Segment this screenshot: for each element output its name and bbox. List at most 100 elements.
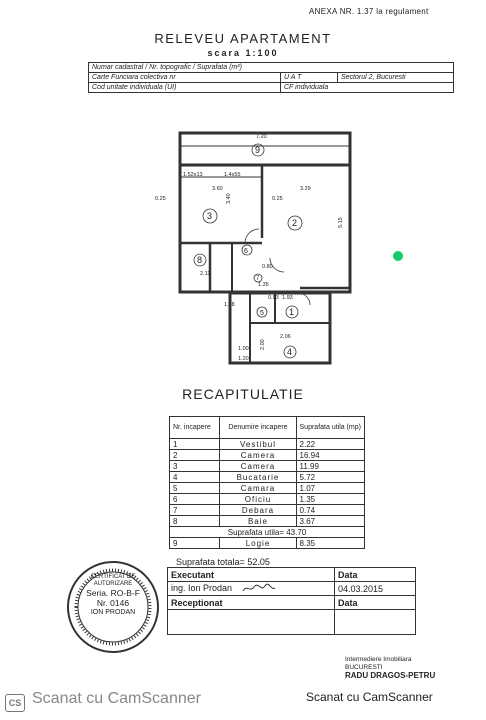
door-arc-1 — [244, 228, 260, 244]
room-marker-8 — [193, 253, 207, 267]
info-uat: U A T — [280, 72, 338, 83]
room-marker-3 — [202, 208, 218, 224]
cell-area: 11.99 — [295, 460, 366, 472]
cell-name: Camara — [219, 482, 297, 494]
annex-label: ANEXA NR. 1.37 la regulament — [309, 7, 429, 16]
signature-scribble — [242, 583, 275, 592]
cell-area: 1.35 — [295, 493, 366, 505]
info-table: Numar cadastral / Nr. topografic / Supra… — [88, 62, 454, 93]
recap-header-name: Denumire incapere — [219, 416, 297, 439]
room-marker-1 — [285, 305, 299, 319]
util-label: Suprafata utila= — [227, 527, 284, 537]
dim-360: 3.60 — [212, 186, 223, 192]
recap-header-nr: Nr. incapere — [168, 416, 221, 439]
agency-stamp: Intermediere Imobiliara BUCURESTI RADU D… — [345, 656, 435, 680]
data-label-2: Data — [334, 595, 416, 611]
info-carte-funciara: Carte Funciara colectiva nr — [88, 72, 281, 83]
floor-plan: 9 3 2 8 6 7 5 1 4 7.20 3.60 3.29 3.40 5.… — [155, 131, 352, 365]
stamp-cert: CERTIFICAT DE AUTORIZARE — [90, 574, 136, 587]
cell-area: 16.94 — [295, 449, 366, 461]
cell-nr: 8 — [168, 515, 221, 527]
info-cod-unitate: Cod unitate individuala (UI) — [88, 82, 281, 93]
receptionat-label: Receptionat — [167, 595, 335, 611]
dim-100: 1.00 — [238, 346, 249, 352]
cell-name: Oficiu — [219, 493, 297, 505]
total-row: Suprafata totala= 52.05 — [176, 557, 270, 567]
dim-211: 2.11 — [200, 271, 210, 277]
dim-515: 5.15 — [338, 217, 344, 228]
cell-nr: 3 — [168, 460, 221, 472]
info-sector: Sectorul 2, Bucuresti — [337, 72, 454, 83]
dim-144: 1.4x55 — [224, 172, 241, 178]
cell-area: 8.35 — [295, 537, 366, 549]
dim-329: 3.29 — [300, 186, 311, 192]
cell-name: Debara — [219, 504, 297, 516]
stamp-nr: Nr. 0146 — [96, 598, 130, 608]
dim-340: 3.40 — [226, 193, 232, 204]
signature-table: Executant Data ing. Ion Prodan 04.03.201… — [167, 567, 416, 636]
cell-area: 2.22 — [295, 438, 366, 450]
cell-area: 5.72 — [295, 471, 366, 483]
room-num-4: 4 — [287, 347, 292, 357]
date-value: 04.03.2015 — [334, 580, 416, 597]
room-num-8: 8 — [197, 255, 202, 265]
cell-nr: 7 — [168, 504, 221, 516]
executant-label: Executant — [167, 567, 335, 582]
room-num-6: 6 — [244, 248, 248, 255]
util-row: Suprafata utila= 43.70 — [169, 526, 365, 538]
cell-area: 1.07 — [295, 482, 366, 494]
cell-area: 0.74 — [295, 504, 366, 516]
room-num-5: 5 — [260, 310, 264, 317]
room-marker-5 — [256, 306, 268, 318]
room-num-2: 2 — [292, 218, 297, 228]
stamp-text: CERTIFICAT DE AUTORIZARE Seria. RO-B-F N… — [70, 574, 156, 618]
dim-top-width: 7.20 — [256, 134, 267, 140]
room-num-3: 3 — [207, 211, 212, 221]
room-num-1: 1 — [289, 307, 294, 317]
cell-nr: 1 — [168, 438, 221, 450]
room-num-7: 7 — [256, 276, 260, 282]
camscanner-logo: CS — [5, 694, 25, 712]
util-value: 43.70 — [286, 527, 307, 537]
cell-name: Bucatarie — [219, 471, 297, 483]
room-marker-9 — [251, 143, 265, 157]
recap-header-area: Suprafata utila (mp) — [295, 416, 366, 439]
data-label-1: Data — [334, 567, 416, 582]
room-marker-7 — [253, 273, 263, 283]
agency-line3: RADU DRAGOS-PETRU — [345, 671, 436, 680]
camscanner-watermark: Scanat cu CamScanner — [306, 690, 433, 704]
door-arc-2 — [269, 257, 285, 273]
room-marker-4 — [283, 345, 297, 359]
dim-206: 2.06 — [280, 334, 291, 340]
engineer-text: ing. Ion Prodan — [171, 583, 233, 593]
door-arc-3 — [297, 292, 311, 306]
status-dot — [393, 251, 403, 261]
room-marker-6 — [241, 244, 253, 256]
dim-193: 1.93 — [282, 295, 293, 301]
cell-name: Vestibul — [219, 438, 297, 450]
agency-line2: BUCURESTI — [345, 664, 383, 671]
cell-name: Baie — [219, 515, 297, 527]
agency-line1: Intermediere Imobiliara — [345, 656, 412, 663]
cell-nr: 5 — [168, 482, 221, 494]
stamp-series: Seria. RO-B-F — [86, 588, 140, 598]
camscanner-text: Scanat cu CamScanner — [32, 690, 201, 707]
scale-label: scara 1:100 — [207, 48, 279, 58]
cell-name: Logie — [219, 537, 297, 549]
room-num-9: 9 — [255, 145, 260, 155]
wall-lower — [228, 291, 332, 365]
dim-128: 1.28 — [224, 302, 235, 308]
cell-name: Camera — [219, 460, 297, 472]
cell-nr: 6 — [168, 493, 221, 505]
page-title: RELEVEU APARTAMENT — [154, 31, 332, 46]
engineer-name: ing. Ion Prodan — [167, 580, 335, 597]
info-row-cadastral: Numar cadastral / Nr. topografic / Supra… — [88, 62, 454, 73]
room-marker-2 — [287, 215, 303, 231]
dim-093: 0.93 — [268, 295, 279, 301]
